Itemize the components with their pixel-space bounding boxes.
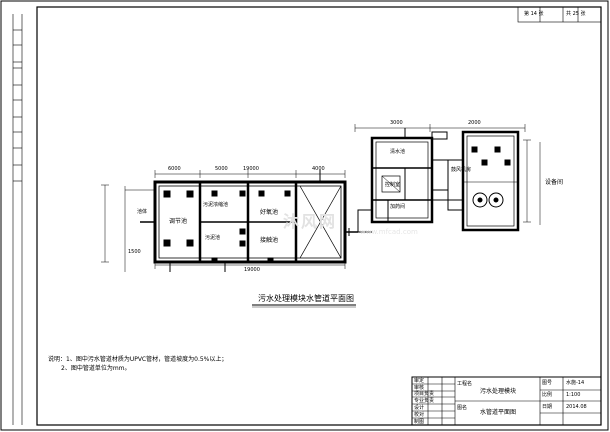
tb-number-value: 水施-14 xyxy=(566,380,585,386)
tb-row-2: 项目负责 xyxy=(414,391,435,397)
room-equipment: 设备间 xyxy=(545,179,564,186)
title-block-grid xyxy=(411,376,602,426)
sheet-label: 第 14 张 xyxy=(524,11,544,17)
dim-a: 6000 xyxy=(168,166,181,172)
tb-scale-value: 1:100 xyxy=(566,392,581,398)
pipe-run xyxy=(357,190,373,233)
room-regulating-tank: 调节池 xyxy=(169,218,188,225)
dim-d: 3000 xyxy=(390,120,403,126)
dim-e: 2000 xyxy=(468,120,481,126)
note-line-1: 说明：1、图中污水管道材质为UPVC管材，管道坡度为0.5%以上； xyxy=(48,356,228,363)
tb-row-4: 设计 xyxy=(414,405,425,411)
tank-block xyxy=(140,170,358,272)
dim-b: 5000 xyxy=(215,166,228,172)
tb-drawing-value: 水管道平面图 xyxy=(480,409,517,416)
tb-row-1: 审核 xyxy=(414,385,425,391)
watermark: 沐风网 xyxy=(283,212,338,231)
tb-row-0: 审定 xyxy=(414,378,425,384)
sheet-number-box xyxy=(517,6,602,23)
tb-date-value: 2014.08 xyxy=(566,404,587,410)
tb-scale-label: 比例 xyxy=(542,392,553,398)
binding-margin xyxy=(12,14,23,425)
room-dosing: 加药间 xyxy=(390,204,406,210)
dim-g: 1500 xyxy=(128,249,141,255)
tb-drawing-label: 图名 xyxy=(457,405,468,411)
dimension-lines xyxy=(101,124,541,272)
tb-row-5: 校对 xyxy=(414,412,425,418)
pool-label: 池体 xyxy=(137,209,148,215)
room-control: 控制室 xyxy=(385,182,401,188)
dim-f: 19000 xyxy=(244,267,260,273)
drawing-title: 污水处理模块水管道平面图 xyxy=(258,294,354,303)
equipment-building xyxy=(370,128,520,232)
room-sludge-tank-1: 污泥浓缩池 xyxy=(203,202,229,208)
dim-total: 19000 xyxy=(243,166,259,172)
inner-frame xyxy=(36,6,602,426)
dim-c: 4000 xyxy=(312,166,325,172)
room-anoxic-tank: 好氧池 xyxy=(260,209,279,216)
room-clean-water: 清水池 xyxy=(390,149,406,155)
total-label: 共 25 张 xyxy=(566,11,586,17)
note-line-2: 2、图中管道单位为mm。 xyxy=(61,365,131,372)
tb-number-label: 图号 xyxy=(542,380,553,386)
watermark-url: www.mfcad.com xyxy=(360,228,418,236)
room-pump: 鼓风机房 xyxy=(451,167,472,173)
tb-project-label: 工程名 xyxy=(457,381,473,387)
tb-row-3: 专业负责 xyxy=(414,398,435,404)
tb-row-6: 制图 xyxy=(414,419,425,425)
room-sludge-tank-2: 污泥池 xyxy=(205,235,221,241)
tb-project-value: 污水处理模块 xyxy=(480,388,517,395)
tb-date-label: 日期 xyxy=(542,404,553,410)
room-contact-tank: 接触池 xyxy=(260,237,279,244)
